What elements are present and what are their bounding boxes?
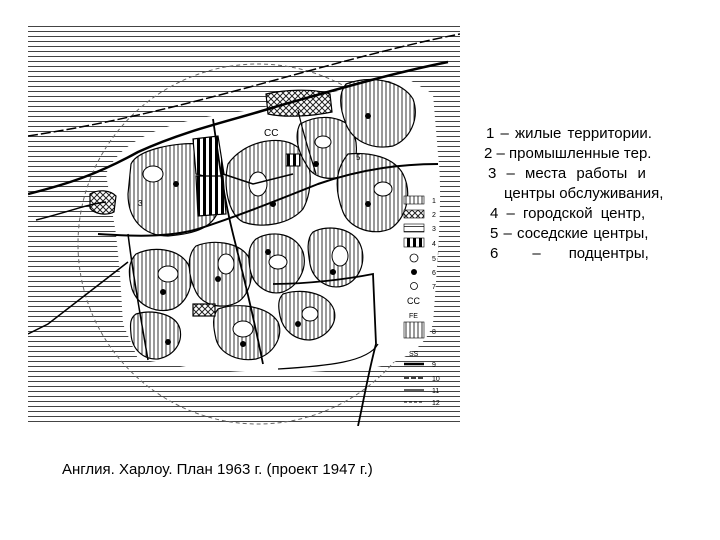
neighbourhood-centres xyxy=(160,113,371,347)
map-key-6: 6 xyxy=(432,270,436,277)
map-key-9: 9 xyxy=(432,362,436,369)
open-spaces xyxy=(142,135,393,338)
map-key-5: 5 xyxy=(432,256,436,263)
map-key-ss: SS xyxy=(409,351,419,358)
map-key: 1 2 3 4 5 6 7 CC FE 8 SS 9 10 11 12 xyxy=(403,195,440,407)
legend-item-4: 4 – городской центр, xyxy=(490,205,646,222)
town-plan-map: CC 3 5 1 2 3 4 5 6 7 CC FE 8 SS 9 10 11 … xyxy=(28,24,460,426)
map-caption: Англия. Харлоу. План 1963 г. (проект 194… xyxy=(62,461,373,478)
map-key-fe: FE xyxy=(409,313,418,320)
legend-text: 1 – жилые территории. 2 – промышленные т… xyxy=(482,124,694,264)
map-key-8: 8 xyxy=(432,329,436,336)
caption-country: Англия. xyxy=(62,461,120,478)
legend-item-2: 2 – промышленные тер. xyxy=(484,145,652,162)
legend-item-1: 1 – жилые территории. xyxy=(486,125,652,142)
legend-item-3: 3 – места работы и xyxy=(488,165,646,182)
railway xyxy=(28,33,460,137)
roads xyxy=(28,60,449,426)
map-key-3: 3 xyxy=(432,226,436,233)
map-key-7: 7 xyxy=(432,284,436,291)
map-key-cc: CC xyxy=(407,296,420,306)
map-key-11: 11 xyxy=(432,388,439,395)
map-key-4: 4 xyxy=(432,241,436,248)
map-label-5: 5 xyxy=(356,153,361,162)
legend-item-3-continued: центры обслуживания, xyxy=(504,185,664,202)
map-key-10: 10 xyxy=(432,376,440,383)
map-key-1: 1 xyxy=(432,198,436,205)
map-key-2: 2 xyxy=(432,212,436,219)
legend-item-6: 6–подцентры, xyxy=(490,245,649,262)
map-key-12: 12 xyxy=(432,400,440,407)
legend-item-5: 5 – соседские центры, xyxy=(490,225,649,242)
caption-rest: . План 1963 г. (проект 1947 г.) xyxy=(168,461,373,478)
caption-city: Харлоу xyxy=(119,461,169,478)
map-label-3: 3 xyxy=(138,199,143,208)
map-label-cc: CC xyxy=(264,128,278,139)
